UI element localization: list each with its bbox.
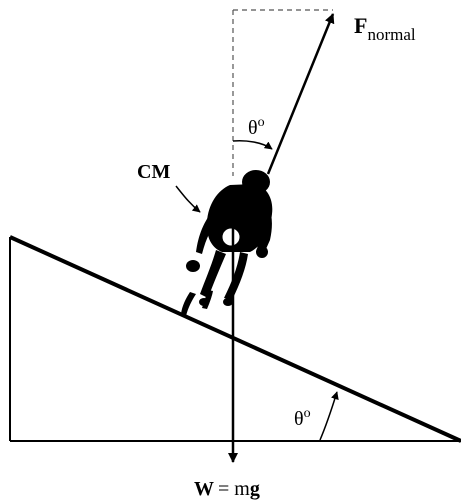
weight-g: g <box>250 478 260 500</box>
normal-force-subscript: normal <box>367 25 415 44</box>
normal-force-symbol: F <box>354 13 367 38</box>
cm-pointer-arrow <box>175 185 201 213</box>
incline-slope <box>9 235 461 443</box>
bottom-angle-label: θo <box>294 406 311 430</box>
top-angle-label: θo <box>248 115 265 139</box>
bottom-angle-degree: o <box>304 406 311 421</box>
top-angle-degree: o <box>258 115 265 130</box>
normal-force-label: Fnormal <box>354 13 416 44</box>
top-angle-theta: θ <box>248 117 258 139</box>
weight-equals: = m <box>218 478 250 500</box>
center-of-mass-dot <box>222 228 240 246</box>
weight-label: W= mg <box>194 478 260 500</box>
center-of-mass-label: CM <box>137 161 170 183</box>
normal-force-vector-arrow <box>266 13 335 175</box>
top-angle-arc <box>232 140 273 150</box>
weight-symbol: W <box>194 478 214 500</box>
bottom-angle-theta: θ <box>294 408 304 430</box>
bottom-angle-arc <box>319 391 339 441</box>
